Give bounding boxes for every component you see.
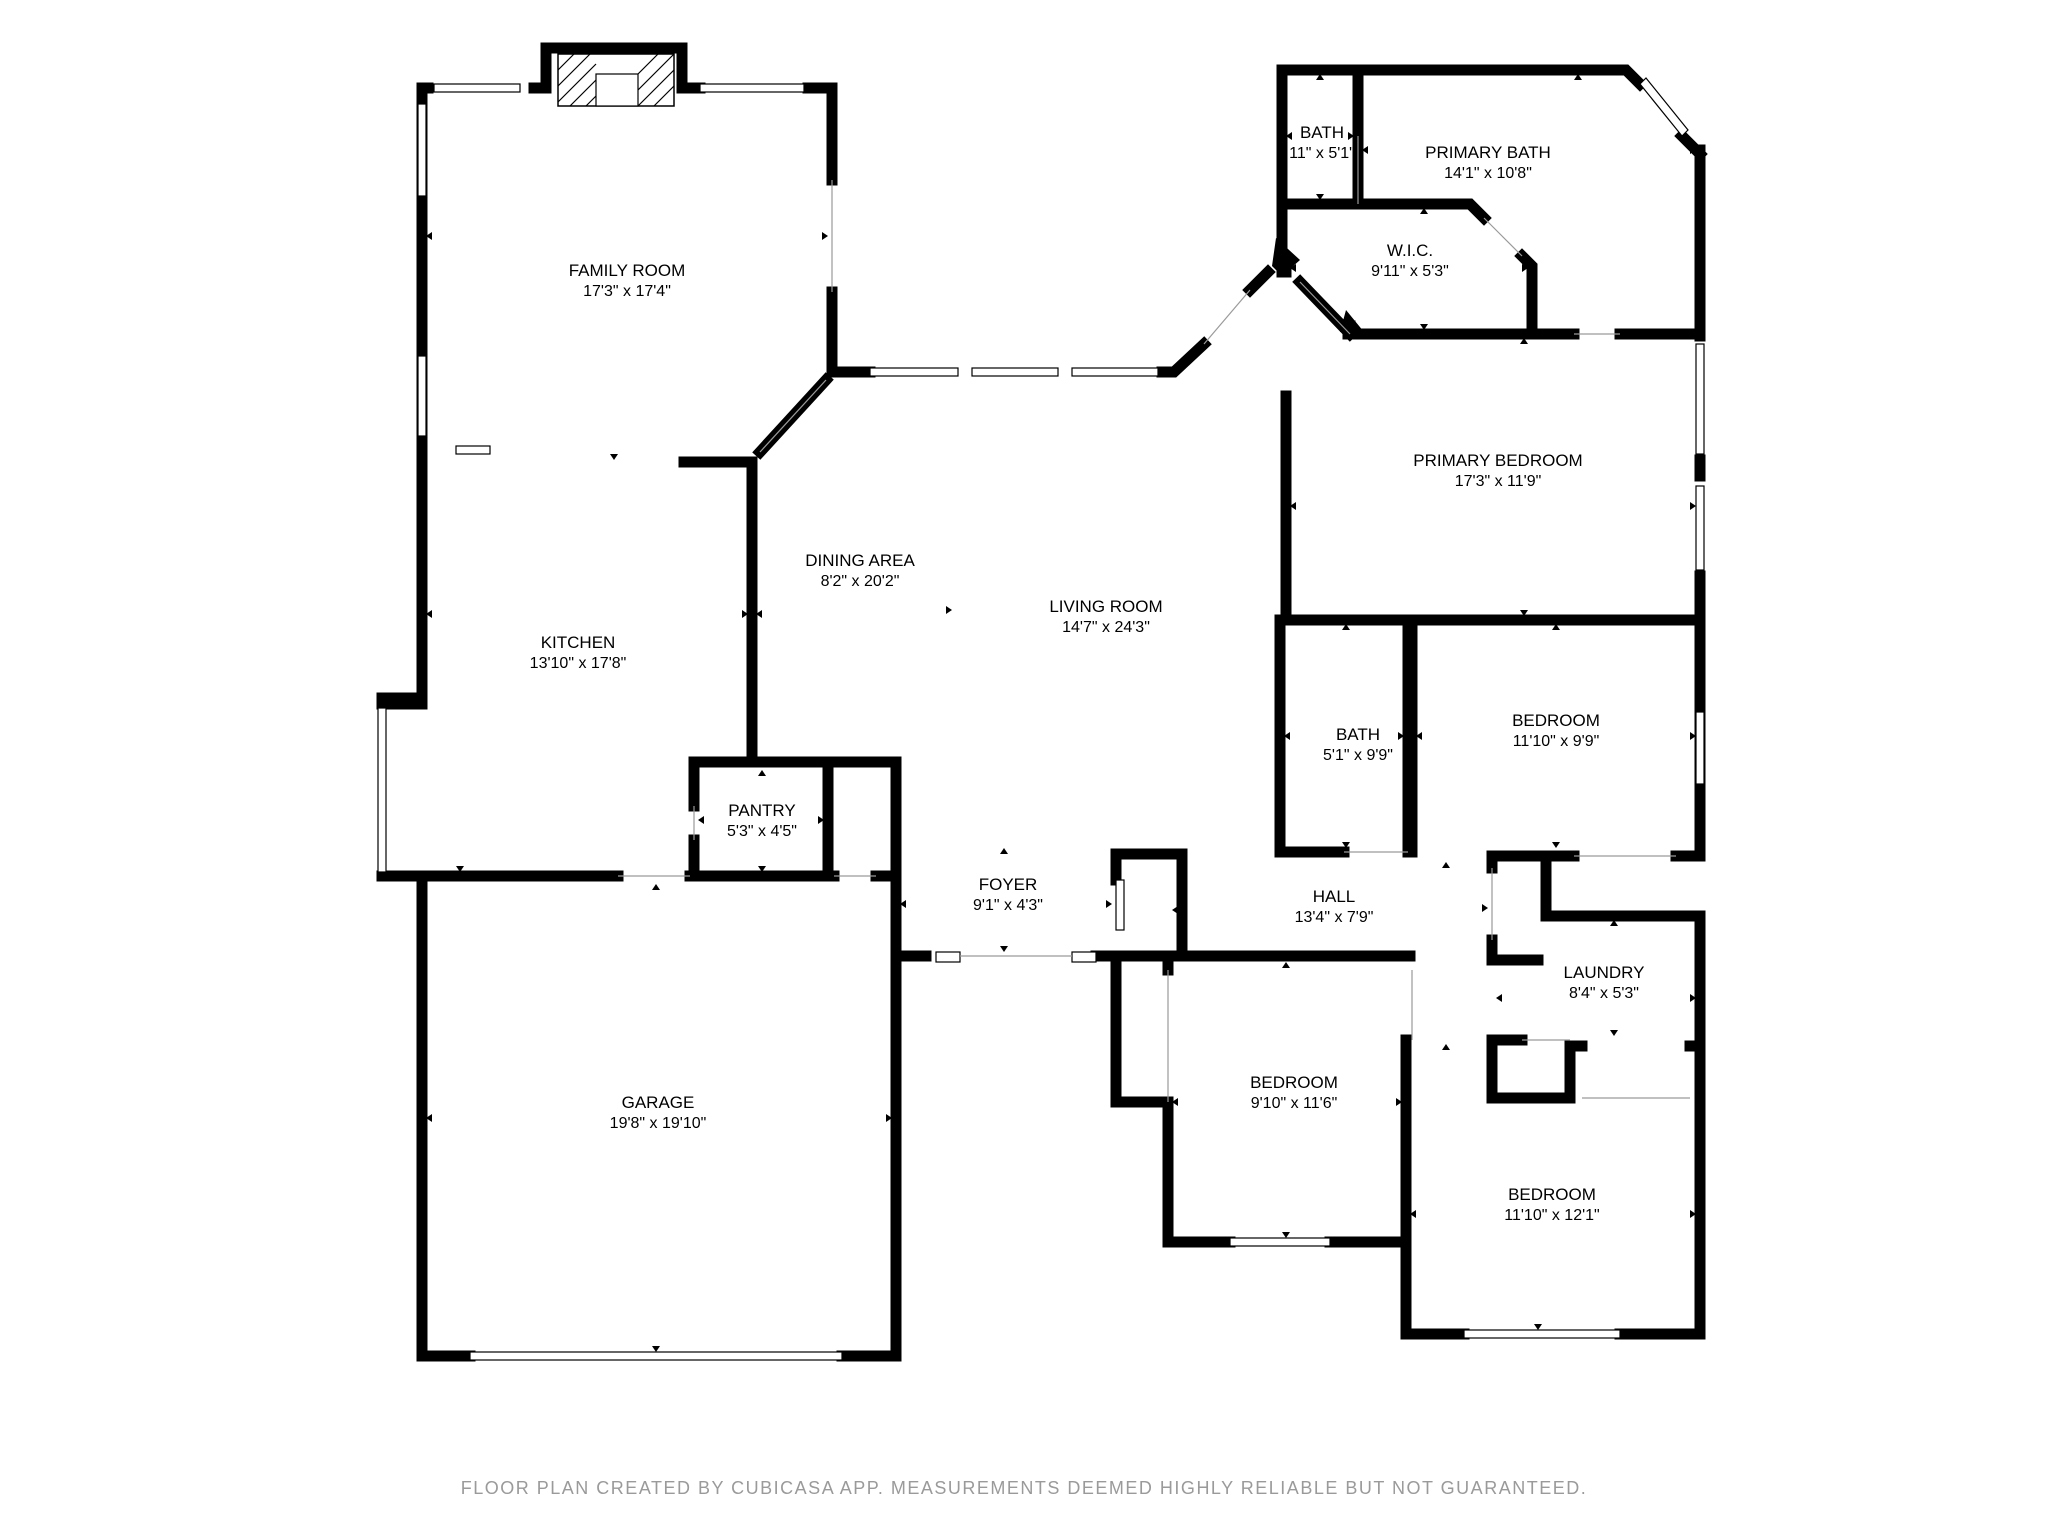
room-name-bath-small: BATH xyxy=(1300,123,1344,142)
room-name-laundry: LAUNDRY xyxy=(1564,963,1645,982)
room-dim-bath-hall: 5'1" x 9'9" xyxy=(1323,747,1393,764)
room-name-kitchen: KITCHEN xyxy=(541,633,616,652)
room-name-family-room: FAMILY ROOM xyxy=(569,261,686,280)
room-name-bedroom-southeast: BEDROOM xyxy=(1508,1185,1596,1204)
room-name-garage: GARAGE xyxy=(622,1093,695,1112)
room-dim-primary-bath: 14'1" x 10'8" xyxy=(1444,165,1532,182)
room-dim-laundry: 8'4" x 5'3" xyxy=(1569,985,1639,1002)
room-name-primary-bedroom: PRIMARY BEDROOM xyxy=(1413,451,1582,470)
room-dim-garage: 19'8" x 19'10" xyxy=(610,1115,707,1132)
room-name-primary-bath: PRIMARY BATH xyxy=(1425,143,1551,162)
dimension-ticks xyxy=(426,74,1696,1352)
room-dim-bedroom-southeast: 11'10" x 12'1" xyxy=(1504,1207,1599,1224)
room-name-bedroom-south: BEDROOM xyxy=(1250,1073,1338,1092)
room-dim-living-room: 14'7" x 24'3" xyxy=(1062,619,1150,636)
room-name-bath-hall: BATH xyxy=(1336,725,1380,744)
room-dim-primary-bedroom: 17'3" x 11'9" xyxy=(1455,473,1542,490)
room-dim-family-room: 17'3" x 17'4" xyxy=(583,283,671,300)
room-name-dining-area: DINING AREA xyxy=(805,551,915,570)
walls xyxy=(376,42,1708,1362)
room-name-bedroom-east: BEDROOM xyxy=(1512,711,1600,730)
room-name-foyer: FOYER xyxy=(979,875,1038,894)
room-dim-dining-area: 8'2" x 20'2" xyxy=(821,573,900,590)
door-openings xyxy=(455,136,1690,1102)
room-dim-kitchen: 13'10" x 17'8" xyxy=(530,655,627,672)
room-dim-bedroom-east: 11'10" x 9'9" xyxy=(1513,733,1600,750)
wall-corners xyxy=(1272,238,1364,332)
room-name-pantry: PANTRY xyxy=(728,801,795,820)
room-name-wic: W.I.C. xyxy=(1387,241,1433,260)
room-name-living-room: LIVING ROOM xyxy=(1049,597,1162,616)
room-labels: FAMILY ROOM 17'3" x 17'4" KITCHEN 13'10"… xyxy=(530,123,1645,1224)
fireplace xyxy=(557,53,675,107)
room-dim-bedroom-south: 9'10" x 11'6" xyxy=(1251,1095,1338,1112)
room-name-hall: HALL xyxy=(1313,887,1356,906)
room-dim-pantry: 5'3" x 4'5" xyxy=(727,823,797,840)
room-dim-bath-small: 11" x 5'1" xyxy=(1289,145,1355,162)
room-dim-foyer: 9'1" x 4'3" xyxy=(973,897,1043,914)
room-dim-hall: 13'4" x 7'9" xyxy=(1295,909,1374,926)
room-dim-wic: 9'11" x 5'3" xyxy=(1371,263,1449,280)
footer-disclaimer: FLOOR PLAN CREATED BY CUBICASA APP. MEAS… xyxy=(460,1478,1588,1498)
